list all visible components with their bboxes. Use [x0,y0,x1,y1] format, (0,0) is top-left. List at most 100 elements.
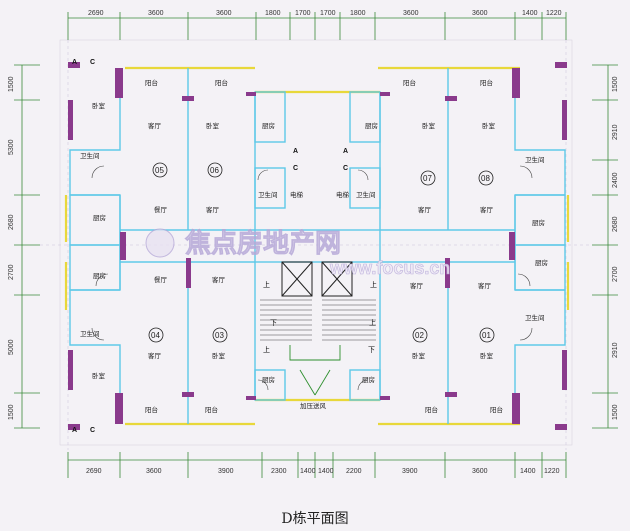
bottom-dim-8: 3900 [402,468,418,475]
bottom-dim-2: 3600 [146,468,162,475]
bedroom-label: 卧室 [422,121,436,130]
living-label: 客厅 [148,351,162,360]
toilet-label: 卫生间 [525,313,545,322]
right-dim-7: 1500 [612,404,619,420]
bedroom-label: 卧室 [206,121,220,130]
balcony-label: 阳台 [145,405,158,414]
watermark-cn: 焦点房地产网 [185,228,341,259]
stair-labels: 上 上 下 上 上 下 [263,280,377,354]
balcony-label: 阳台 [215,78,228,87]
toilet-label: 卫生间 [80,329,100,338]
plan-title: D栋平面图 [281,511,349,527]
wall-tag-c: C [343,165,348,172]
kitchen-label: 厨房 [532,218,545,227]
wall-tag-a: A [72,59,77,66]
toilet-label: 卫生间 [356,190,376,199]
stair-down-lower-right: 下 [368,346,375,354]
kitchen-label: 厨房 [93,213,106,222]
room-labels: 阳台 阳台 卧室 客厅 卧室 厨房 卫生间 餐厅 客厅 厨房 卫生间 电梯 电梯… [80,78,548,414]
top-dim-6: 1700 [320,10,336,17]
stair-up-lower-left: 上 [263,345,270,354]
bottom-dim-5: 1400 [300,468,316,475]
bottom-dim-4: 2300 [271,468,287,475]
kitchen-label: 厨房 [365,121,378,130]
elevator-label: 电梯 [336,190,350,199]
pipe-shaft-label: 加压送风 [300,401,327,410]
kitchen-label: 厨房 [262,375,275,384]
right-dimension-chain [592,64,618,429]
top-dim-8: 3600 [403,10,419,17]
top-dimension-chain [67,12,567,40]
unit-number: 03 [215,331,224,340]
living-label: 客厅 [206,205,220,214]
bottom-dim-11: 1220 [544,468,560,475]
unit-number: 06 [210,166,219,175]
stair-up-center: 上 [369,318,376,327]
toilet-label: 卫生间 [525,155,545,164]
bottom-dim-10: 1400 [520,468,536,475]
unit-number: 02 [415,331,424,340]
bottom-dim-1: 2690 [86,468,102,475]
top-dim-9: 3600 [472,10,488,17]
toilet-label: 卫生间 [258,190,278,199]
left-dim-2: 5300 [8,139,15,155]
elevator-label: 电梯 [290,190,304,199]
balcony-label: 阳台 [480,78,493,87]
bottom-dim-9: 3600 [472,468,488,475]
left-dim-3: 2680 [8,214,15,230]
left-dim-5: 5000 [8,339,15,355]
wall-tag-a: A [293,148,298,155]
structural-columns [68,62,567,430]
left-dim-1: 1500 [8,76,15,92]
bottom-dim-7: 2200 [346,468,362,475]
watermark-en: www.focus.cn [329,258,450,278]
right-dim-4: 2680 [612,216,619,232]
right-dimension-labels: 1500 2910 2400 2680 2700 2910 1500 [612,76,619,420]
bottom-dim-3: 3900 [218,468,234,475]
right-dim-6: 2910 [612,342,619,358]
balcony-label: 阳台 [145,78,158,87]
top-dim-4: 1800 [265,10,281,17]
balcony-label: 阳台 [403,78,416,87]
kitchen-label: 厨房 [262,121,275,130]
wall-tag-c: C [293,165,298,172]
unit-number: 04 [151,331,160,340]
living-label: 客厅 [478,281,492,290]
living-label: 客厅 [148,121,162,130]
top-dim-2: 3600 [148,10,164,17]
elevator-core [281,261,353,297]
kitchen-label: 厨房 [93,271,106,280]
top-dim-10: 1400 [522,10,538,17]
wall-tag-c: C [90,59,95,66]
balcony-label: 阳台 [490,405,503,414]
left-dimension-chain [14,64,40,429]
unit-markers [148,162,495,343]
stair-arrows [289,345,341,396]
bedroom-label: 卧室 [480,351,494,360]
kitchen-label: 厨房 [535,258,548,267]
bedroom-label: 卧室 [412,351,426,360]
kitchen-label: 厨房 [362,375,375,384]
unit-numbers: 05 06 07 08 04 03 02 01 [151,166,491,340]
stair-down-left: 下 [270,319,277,327]
stair-right [322,299,376,341]
right-dim-1: 1500 [612,76,619,92]
stair-up-left: 上 [263,280,270,289]
left-dimension-labels: 1500 5300 2680 2700 5000 1500 [8,76,15,420]
top-dim-11: 1220 [546,10,562,17]
top-dim-3: 3600 [216,10,232,17]
top-dim-1: 2690 [88,10,104,17]
dining-label: 餐厅 [154,205,168,214]
right-dim-3: 2400 [612,172,619,188]
wall-tags: A C A C A C A C [72,59,348,434]
stair-left [260,299,312,341]
unit-number: 07 [423,174,432,183]
balcony-label: 阳台 [425,405,438,414]
bedroom-label: 卧室 [92,371,106,380]
right-dim-5: 2700 [612,266,619,282]
stair-up-right: 上 [370,280,377,289]
wall-tag-a: A [72,427,77,434]
left-dim-6: 1500 [8,404,15,420]
balcony-label: 阳台 [205,405,218,414]
